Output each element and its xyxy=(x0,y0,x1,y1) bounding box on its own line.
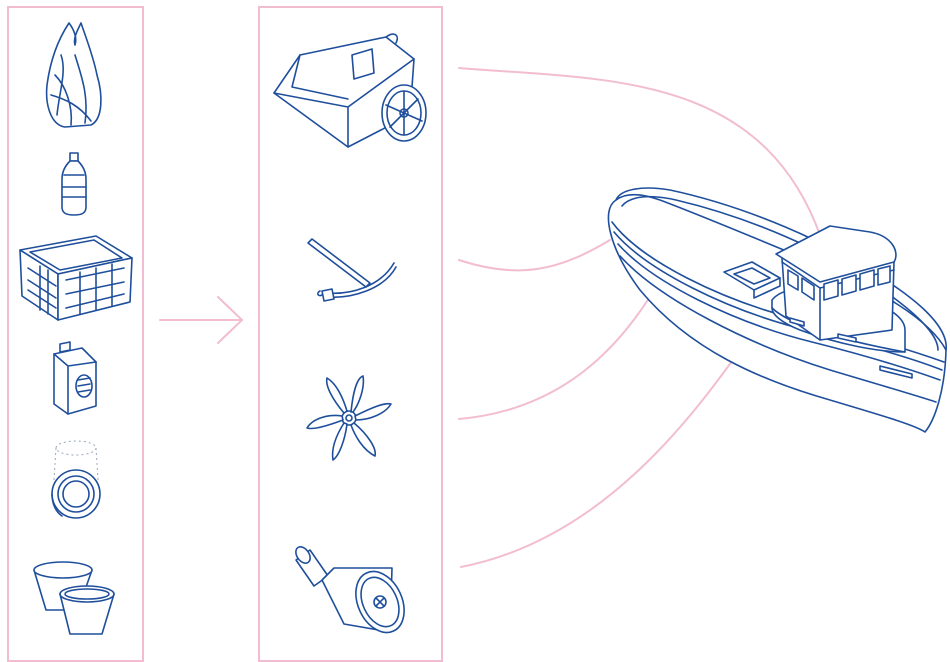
boat-console-icon xyxy=(273,33,427,148)
plastic-crate-icon xyxy=(19,235,133,321)
connector-propeller-to-boat xyxy=(458,279,661,420)
connector-anchor-to-boat xyxy=(458,239,611,272)
fishing-boat-icon xyxy=(607,187,947,433)
connector-console-to-boat xyxy=(458,67,821,236)
propeller-icon xyxy=(306,375,392,461)
detergent-jug-icon xyxy=(53,341,97,415)
horn-icon xyxy=(295,546,405,634)
connector-horn-to-boat xyxy=(460,349,741,568)
bottle-cap-ring-icon xyxy=(51,440,101,519)
anchor-icon xyxy=(307,238,397,302)
waste-items-panel xyxy=(7,6,144,662)
boat-parts-panel xyxy=(258,6,443,662)
plastic-bottle-icon xyxy=(61,152,87,216)
plastic-cups-icon xyxy=(33,561,115,635)
plastic-bag-icon xyxy=(45,22,102,128)
right-arrow-icon xyxy=(159,296,244,344)
